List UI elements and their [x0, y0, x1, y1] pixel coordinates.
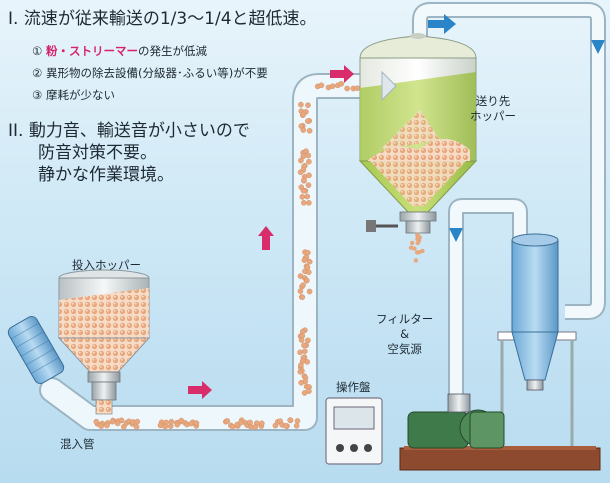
receiver-label-line-1: 送り先 — [475, 94, 511, 108]
inlet-filter — [7, 315, 65, 385]
heading-2-line-2: 防音対策不要。 — [38, 143, 157, 163]
receiver-outflow — [408, 232, 425, 263]
filter-label-line-3: 空気源 — [387, 342, 422, 356]
filter-air-source — [399, 233, 601, 471]
heading-2-line-3: 静かな作業環境。 — [38, 165, 174, 185]
point-1-text: の発生が低減 — [137, 44, 207, 58]
point-2-text: 異形物の除去設備(分級器･ふるい等)が不要 — [45, 66, 268, 80]
air-arrow-top — [428, 14, 456, 34]
heading-1: I. 流速が従来輸送の1/3〜1/4と超低速。 — [8, 8, 317, 30]
point-1-highlight: 粉・ストリーマー — [45, 44, 138, 58]
receiver-label: 送り先 ホッパー — [470, 94, 516, 124]
air-arrow-right-down — [591, 40, 605, 54]
heading-2-num: II. — [8, 121, 24, 141]
point-1-num: ① — [32, 44, 43, 58]
flow-arrow-right — [188, 381, 212, 399]
receiver-label-line-2: ホッパー — [470, 109, 516, 123]
receiver-hopper — [358, 33, 478, 234]
heading-2: II. 動力音、輸送音が小さいので — [8, 120, 250, 142]
flow-arrows — [188, 65, 354, 399]
pipe-label: 混入管 — [60, 437, 95, 451]
panel-label: 操作盤 — [336, 380, 371, 394]
flow-arrow-up — [258, 226, 274, 250]
point-2: ② 異形物の除去設備(分級器･ふるい等)が不要 — [32, 66, 268, 81]
point-2-num: ② — [32, 66, 43, 80]
point-3-text: 摩耗が少ない — [45, 88, 115, 102]
filter-label: フィルター & 空気源 — [376, 312, 433, 357]
point-3-num: ③ — [32, 88, 43, 102]
heading-2-line-1: 動力音、輸送音が小さいので — [28, 121, 250, 141]
air-arrows — [428, 14, 605, 242]
point-1: ① 粉・ストリーマーの発生が低減 — [32, 44, 207, 59]
feed-hopper-label: 投入ホッパー — [72, 258, 141, 272]
feed-hopper — [57, 269, 151, 415]
filter-label-line-2: & — [400, 327, 410, 341]
filter-label-line-1: フィルター — [376, 312, 434, 326]
heading-1-text: 流速が従来輸送の1/3〜1/4と超低速。 — [23, 9, 317, 29]
point-3: ③ 摩耗が少ない — [32, 88, 115, 103]
air-return-pipe — [412, 2, 606, 412]
heading-1-num: I. — [8, 9, 19, 29]
flow-arrow-right-top — [330, 65, 354, 83]
control-panel — [325, 397, 383, 465]
air-arrow-left-down — [449, 228, 463, 242]
